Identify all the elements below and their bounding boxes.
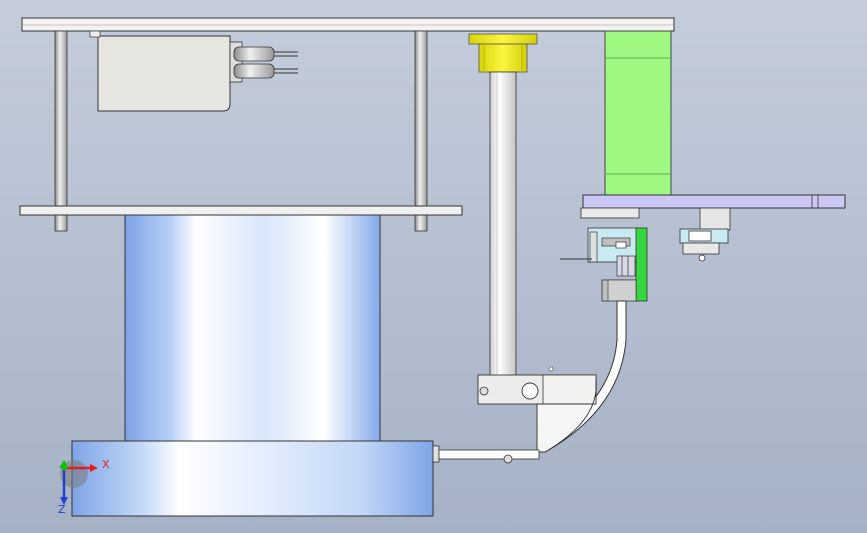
motor-box xyxy=(89,30,298,112)
yellow-collar xyxy=(468,33,538,73)
main-column xyxy=(124,214,381,444)
green-motor-block xyxy=(604,30,672,196)
middle-plate xyxy=(19,205,463,216)
left-pole xyxy=(54,30,68,232)
gripper-green-plate xyxy=(635,227,648,302)
gripper-left xyxy=(560,207,648,302)
triad-x-label: X xyxy=(102,458,110,471)
top-plate xyxy=(21,17,675,32)
cylinder-lower xyxy=(233,63,275,79)
triad-z-label: Z xyxy=(58,503,66,516)
vertical-shaft xyxy=(489,71,517,393)
shaft-clamp xyxy=(477,366,597,453)
gripper-right xyxy=(679,207,731,262)
right-pole xyxy=(414,30,428,232)
base-disk xyxy=(71,440,434,517)
horizontal-rod xyxy=(432,445,540,464)
axis-triad: X Z xyxy=(58,458,110,516)
cylinder-upper xyxy=(233,46,275,62)
lavender-plate xyxy=(582,194,846,209)
